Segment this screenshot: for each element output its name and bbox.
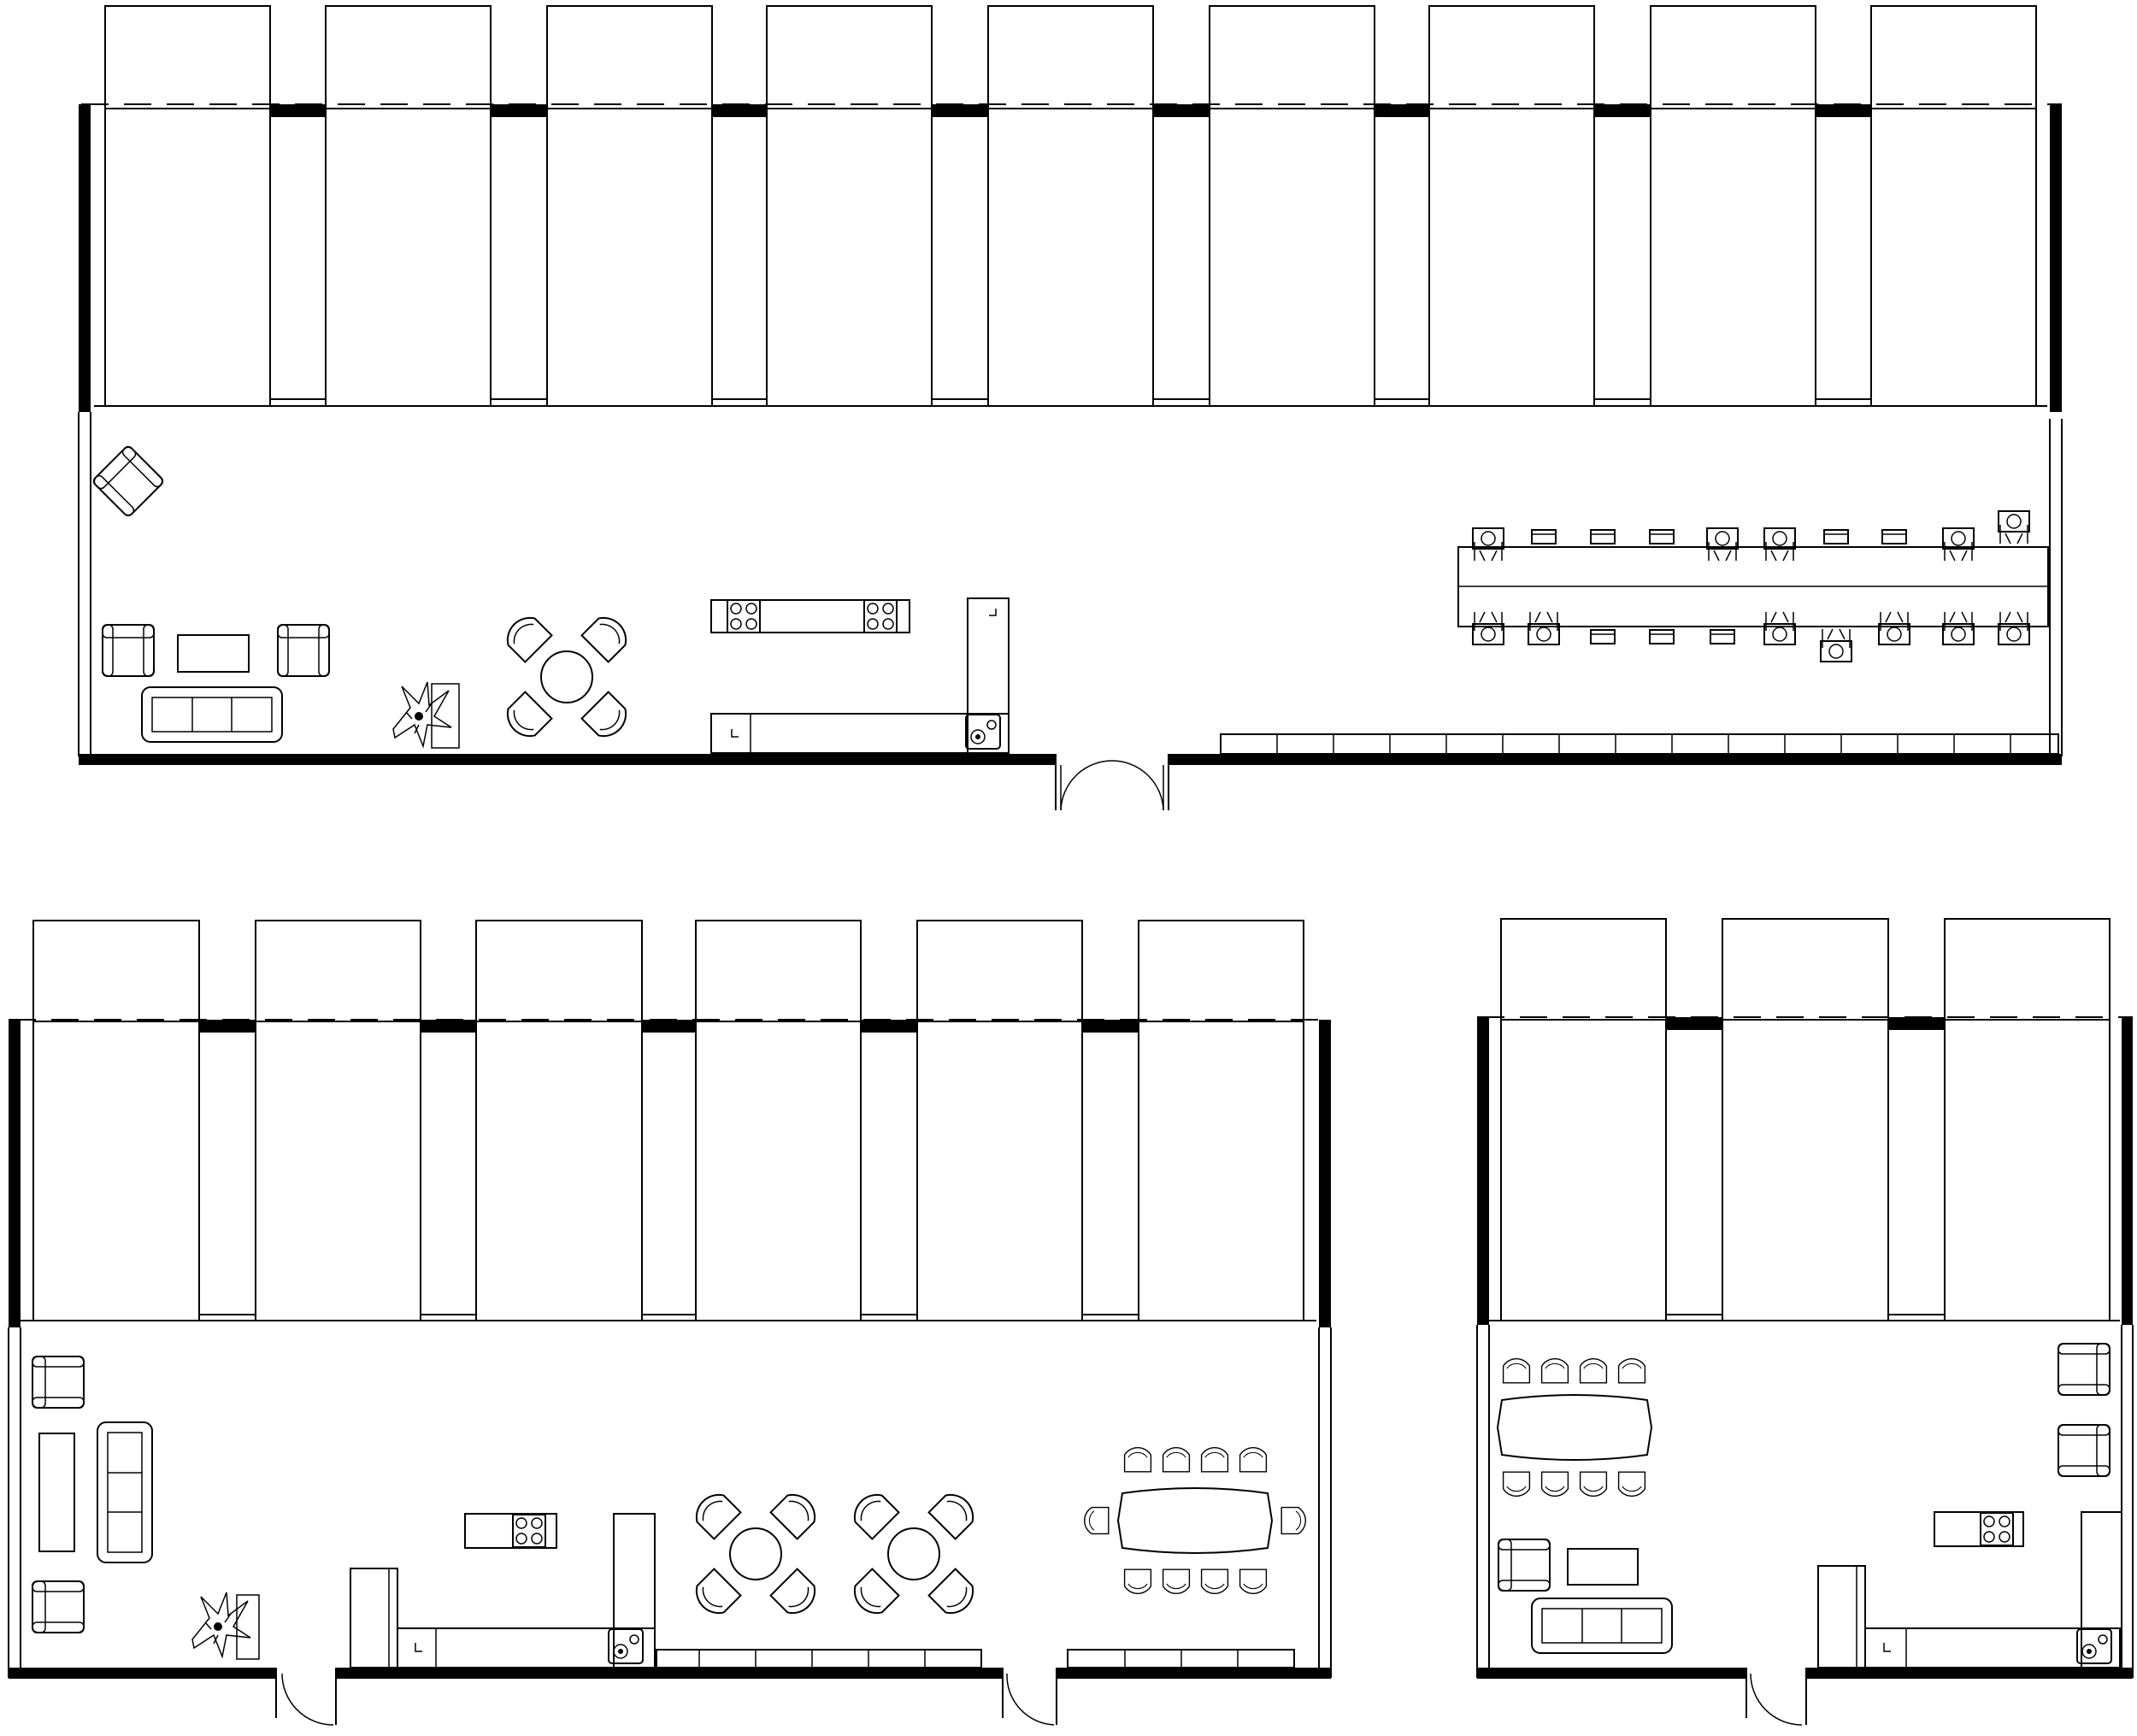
round-table-icon [848,1488,980,1620]
stove-icon [863,599,898,633]
seated-people-row-top [1472,510,2030,562]
double-door-icon [1060,760,1164,811]
stove-icon [512,1514,546,1548]
floor-plan-medium-unit [8,920,1332,1726]
long-table [1457,546,2049,627]
sofa-icon [97,1421,153,1563]
coffee-table-icon [177,634,250,673]
armchair-icon [91,444,166,519]
plant-icon [191,1592,251,1657]
upper-bays [32,920,1304,1022]
stove-icon [727,599,761,633]
floor-plan-large-unit [78,5,2063,811]
sofa-icon [141,686,283,743]
stove-icon [1980,1512,2014,1546]
round-table-icon [501,611,633,743]
meeting-table-icon [1497,1357,1652,1498]
window-bench [1220,733,2059,755]
armchair-icon [102,624,155,677]
door-icon [1750,1673,1803,1726]
coffee-table-icon [38,1433,75,1552]
door-icon [281,1673,334,1726]
upper-bays [104,5,2037,109]
sink-icon [965,714,1001,750]
floor-plan-small-unit [1476,918,2134,1726]
armchair-icon [2058,1343,2111,1396]
kitchen [710,597,1010,754]
kitchen [350,1513,656,1668]
sofa-icon [1531,1598,1673,1654]
armchair-icon [277,624,330,677]
armchair-icon [2058,1424,2111,1477]
upper-bays [1500,918,2111,1021]
meeting-table-icon [1083,1446,1307,1595]
seated-people-row-bottom [1472,611,2030,662]
armchair-icon [1498,1539,1551,1592]
coffee-table-icon [1567,1548,1639,1586]
plant-icon [392,681,452,747]
window-bench [656,1649,1295,1668]
armchair-icon [32,1580,85,1633]
door-icon [1006,1673,1055,1726]
armchair-icon [32,1356,85,1409]
kitchen [1817,1511,2122,1668]
round-table-icon [690,1488,821,1620]
